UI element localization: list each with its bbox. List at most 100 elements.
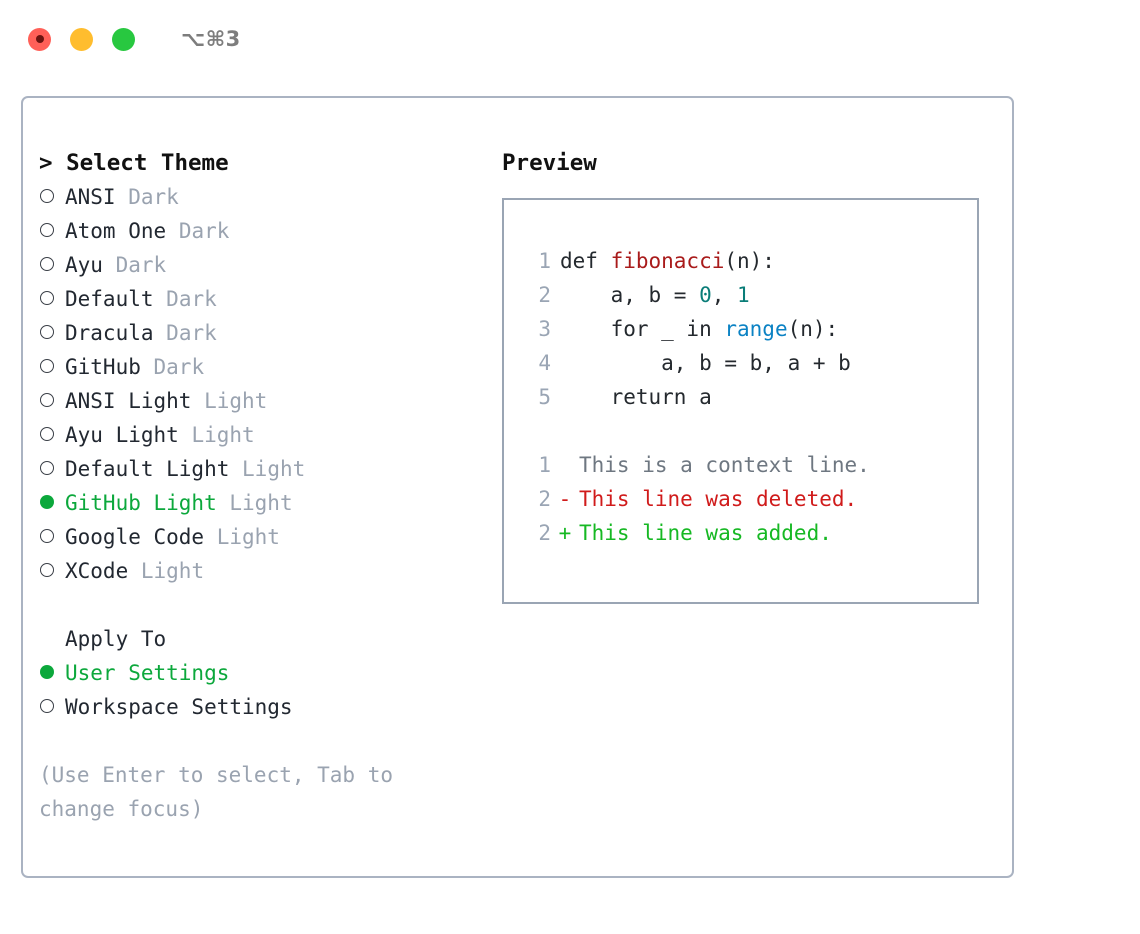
code-token-plain: def [560, 249, 611, 273]
theme-option-ayu-light[interactable]: Ayu Light Light [39, 418, 499, 452]
radio-shape [40, 563, 54, 577]
theme-option-variant: Dark [115, 253, 167, 277]
code-line-number: 4 [538, 351, 551, 375]
apply-to-option-label: Workspace Settings [65, 695, 293, 719]
window-controls [28, 27, 135, 51]
label-space [179, 418, 192, 452]
theme-option-label: Dracula [65, 321, 154, 345]
apply-to-option-workspace-settings[interactable]: Workspace Settings [39, 690, 499, 724]
diff-sign [551, 448, 579, 482]
theme-option-label: Atom One [65, 219, 167, 243]
radio-shape [40, 189, 54, 203]
close-button[interactable] [28, 27, 51, 51]
radio-shape [40, 325, 54, 339]
theme-option-ayu[interactable]: Ayu Dark [39, 248, 499, 282]
diff-line-del: 2-This line was deleted. [521, 482, 977, 516]
diff-sample: 1 This is a context line. 2-This line was… [521, 448, 977, 550]
theme-option-variant: Dark [166, 287, 217, 311]
code-line: 4 a, b = b, a + b [521, 346, 977, 380]
code-token-plain: (n): [724, 249, 775, 273]
theme-option-dracula[interactable]: Dracula Dark [39, 316, 499, 350]
code-token-plain: , [711, 283, 738, 307]
radio-shape [40, 223, 54, 237]
code-line-number: 2 [538, 283, 551, 307]
radio-shape [40, 291, 54, 305]
apply-to-header: Apply To [65, 627, 167, 651]
keyboard-shortcut-label: ⌥⌘3 [181, 27, 241, 51]
radio-shape [40, 495, 54, 509]
radio-shape [40, 461, 54, 475]
code-token-plain: a, b = b, a + b [560, 351, 851, 375]
label-space [166, 214, 179, 248]
diff-line-number: 1 [538, 453, 551, 477]
theme-option-label: ANSI Light [65, 389, 192, 413]
label-space [128, 554, 141, 588]
theme-option-github-light[interactable]: GitHub Light Light [39, 486, 499, 520]
code-line-text: a, b = 0, 1 [551, 278, 750, 312]
theme-option-label: Ayu [65, 253, 103, 277]
code-line: 3 for _ in range(n): [521, 312, 977, 346]
code-line-text: return a [551, 380, 712, 414]
label-space [141, 350, 154, 384]
radio-shape [40, 427, 54, 441]
code-token-fn: fibonacci [610, 249, 725, 273]
theme-option-label: Default [65, 287, 154, 311]
theme-option-label: Default Light [65, 457, 230, 481]
diff-sign: + [558, 521, 572, 545]
label-space [103, 248, 116, 282]
apply-to-option-user-settings[interactable]: User Settings [39, 656, 499, 690]
theme-option-variant: Dark [178, 219, 230, 243]
theme-option-label: XCode [65, 559, 129, 583]
label-space [204, 520, 217, 554]
theme-option-ansi[interactable]: ANSI Dark [39, 180, 499, 214]
theme-option-label: Ayu Light [65, 423, 179, 447]
label-space [191, 384, 204, 418]
theme-option-variant: Light [216, 525, 280, 549]
code-line-text: a, b = b, a + b [551, 346, 851, 380]
minimize-button[interactable] [70, 27, 93, 51]
code-diff-gap [521, 414, 977, 448]
code-line: 2 a, b = 0, 1 [521, 278, 977, 312]
theme-option-default[interactable]: Default Dark [39, 282, 499, 316]
theme-option-variant: Light [229, 491, 293, 515]
theme-option-label: Google Code [65, 525, 205, 549]
theme-option-variant: Light [242, 457, 306, 481]
select-theme-header: > Select Theme [39, 150, 229, 176]
theme-option-default-light[interactable]: Default Light Light [39, 452, 499, 486]
radio-shape [40, 393, 54, 407]
code-token-plain: a, b = [560, 283, 700, 307]
theme-option-atom-one[interactable]: Atom One Dark [39, 214, 499, 248]
code-line-number: 1 [538, 249, 551, 273]
theme-option-label: ANSI [65, 185, 116, 209]
radio-shape [40, 257, 54, 271]
titlebar: ⌥⌘3 [0, 0, 1140, 78]
list-spacer [39, 588, 499, 622]
code-line-text: def fibonacci(n): [551, 244, 775, 278]
theme-option-google-code[interactable]: Google Code Light [39, 520, 499, 554]
code-token-plain: (n): [787, 317, 839, 341]
theme-option-label: GitHub [65, 355, 141, 379]
code-line-number: 5 [538, 385, 551, 409]
label-space [116, 180, 129, 214]
theme-option-ansi-light[interactable]: ANSI Light Light [39, 384, 499, 418]
diff-line-add: 2 + This line was added. [521, 516, 977, 550]
code-line-text: for _ in range(n): [551, 312, 839, 346]
theme-option-github[interactable]: GitHub Dark [39, 350, 499, 384]
code-token-plain: return a [560, 385, 712, 409]
diff-line-number: 2 [538, 521, 551, 545]
diff-line-text: This is a context line. [579, 453, 870, 477]
diff-line-text: This line was added. [579, 521, 832, 545]
code-line: 5 return a [521, 380, 977, 414]
theme-option-xcode[interactable]: XCode Light [39, 554, 499, 588]
code-token-call: range [724, 317, 788, 341]
maximize-button[interactable] [112, 27, 135, 51]
